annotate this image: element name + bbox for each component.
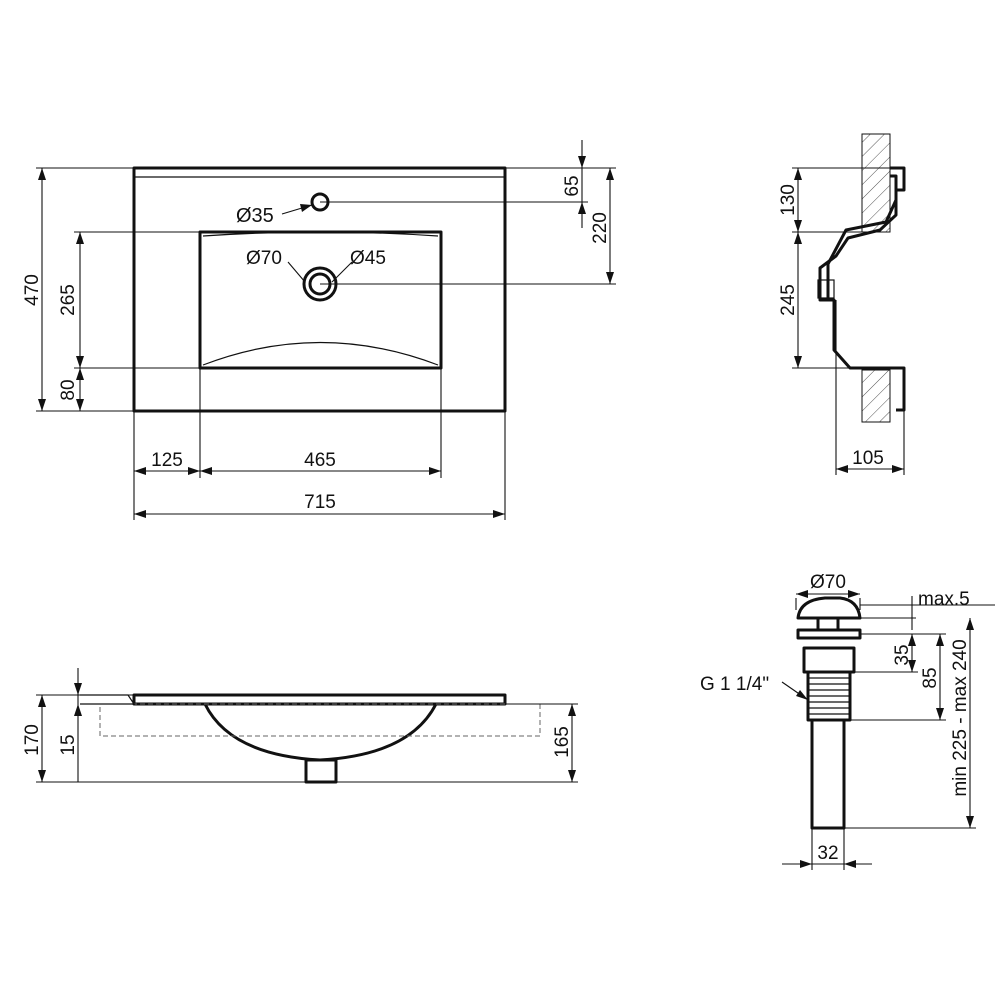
drain-cap xyxy=(796,596,862,620)
wall-upper xyxy=(861,133,891,233)
dim-depth-total: 470 xyxy=(22,274,43,306)
dim-tap-offset: 65 xyxy=(562,175,583,196)
drain-flange xyxy=(796,628,862,640)
dim-front-total-height: 170 xyxy=(22,724,43,756)
dim-cap-diameter: Ø70 xyxy=(810,572,846,593)
dim-cap-height: max.5 xyxy=(918,589,970,610)
dim-width-bowl: 465 xyxy=(304,450,336,471)
dim-front-rim: 15 xyxy=(58,734,79,755)
dim-side-wall-depth: 105 xyxy=(852,448,884,469)
front-edge-left xyxy=(80,694,136,705)
label-thread: G 1 1/4" xyxy=(700,674,769,695)
drain-view: Ø70 max.5 35 85 min 225 - max 240 32 xyxy=(700,572,995,870)
drain-nut xyxy=(802,646,856,674)
label-drain-inner: Ø45 xyxy=(350,248,386,269)
basin-outline xyxy=(132,166,507,413)
dim-width-left: 125 xyxy=(151,450,183,471)
side-view: 130 245 105 xyxy=(778,133,906,475)
dim-side-bowl-height: 245 xyxy=(778,284,799,316)
dim-body-height: 85 xyxy=(920,667,941,688)
dim-nut-height: 35 xyxy=(892,644,913,665)
drain-pipe xyxy=(810,718,846,830)
front-view: 170 15 165 xyxy=(22,668,578,784)
dim-front-margin: 80 xyxy=(58,379,79,400)
front-drain xyxy=(304,758,338,784)
dim-drain-offset: 220 xyxy=(590,212,611,244)
front-rim xyxy=(132,693,507,706)
hidden-body-outline xyxy=(99,703,541,737)
drain-outlet xyxy=(817,279,835,299)
dim-side-top-height: 130 xyxy=(778,184,799,216)
dim-width-total: 715 xyxy=(304,492,336,513)
dim-bowl-depth: 265 xyxy=(58,284,79,316)
label-drain-outer: Ø70 xyxy=(246,248,282,269)
bowl-front-curve xyxy=(202,341,439,366)
dim-total-length: min 225 - max 240 xyxy=(950,639,971,796)
wall-lower xyxy=(861,369,891,423)
dim-pipe-diameter: 32 xyxy=(817,843,838,864)
drain-stem xyxy=(816,616,840,632)
label-tap-hole: Ø35 xyxy=(236,205,274,227)
basin-profile-inner xyxy=(826,174,898,300)
bowl-back-curve xyxy=(202,231,439,237)
thread-lines xyxy=(808,677,850,715)
dim-front-body-height: 165 xyxy=(552,726,573,758)
front-bowl xyxy=(203,703,438,762)
top-view: 715 125 465 470 265 80 xyxy=(22,140,616,520)
